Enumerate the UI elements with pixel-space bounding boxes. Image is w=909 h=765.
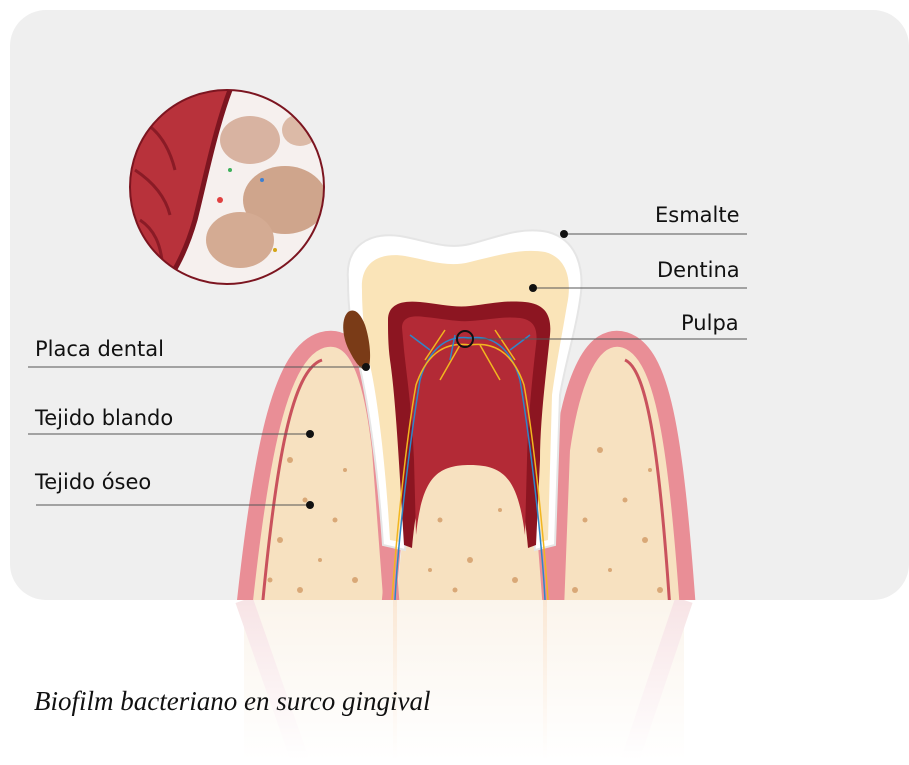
label-placa-dental: Placa dental bbox=[35, 339, 164, 360]
esmalte-marker bbox=[560, 230, 568, 238]
dentina-marker bbox=[529, 284, 537, 292]
label-tejido-blando: Tejido blando bbox=[35, 408, 173, 429]
figure-caption: Biofilm bacteriano en surco gingival bbox=[34, 686, 430, 717]
label-tejido-oseo: Tejido óseo bbox=[35, 472, 151, 493]
tejido-oseo-marker bbox=[306, 501, 314, 509]
label-dentina: Dentina bbox=[657, 260, 740, 281]
label-esmalte: Esmalte bbox=[655, 205, 740, 226]
label-pulpa: Pulpa bbox=[681, 313, 739, 334]
placa-marker bbox=[362, 363, 370, 371]
tejido-blando-marker bbox=[306, 430, 314, 438]
